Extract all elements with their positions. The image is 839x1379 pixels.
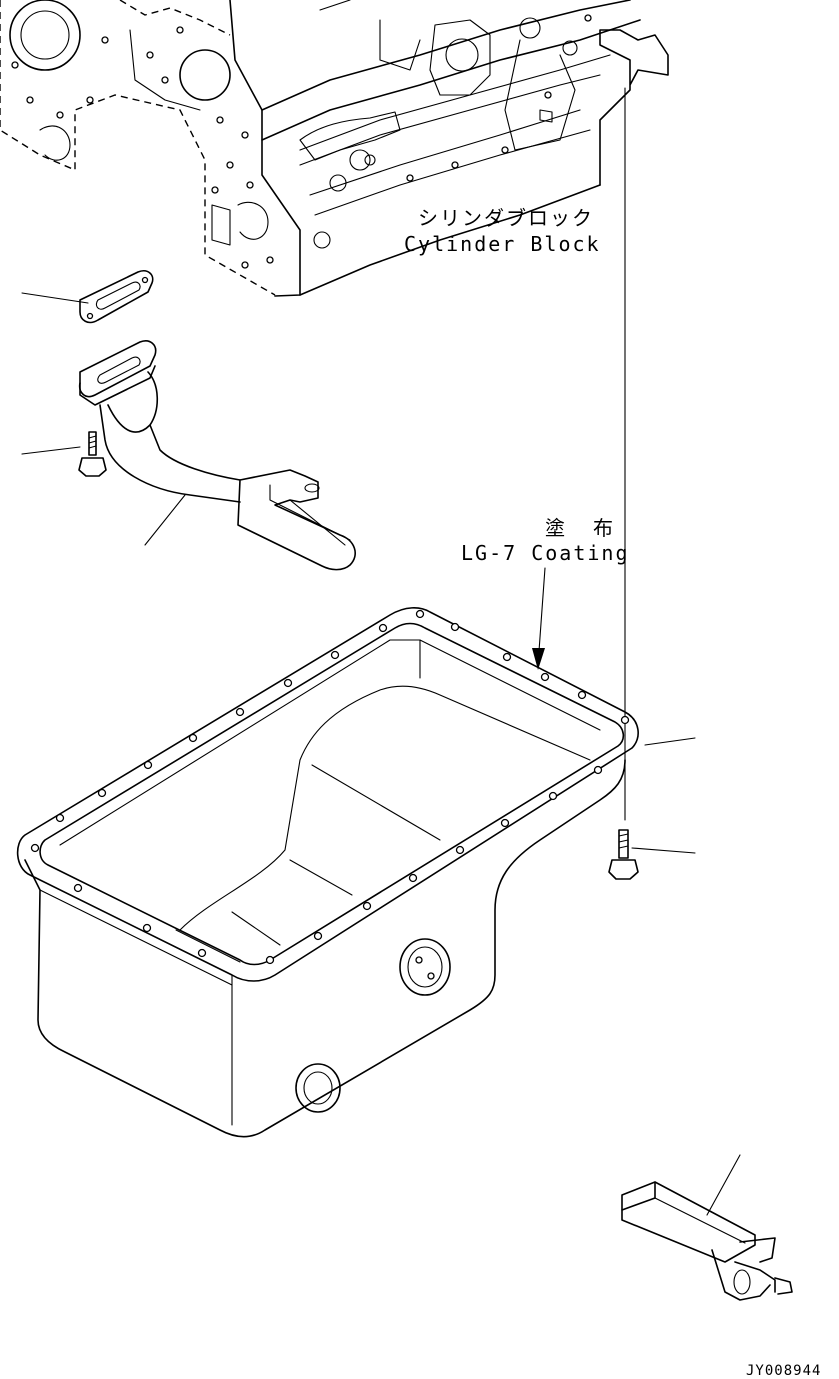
drawing-number: JY008944 bbox=[746, 1363, 822, 1379]
suction-pipe-drawing bbox=[78, 340, 356, 571]
cylinder-block-label-jp: シリンダブロック bbox=[418, 206, 594, 230]
cylinder-block-label-en: Cylinder Block bbox=[404, 232, 601, 256]
tool-drawing bbox=[621, 1154, 793, 1301]
coating-label-jp: 塗 布 bbox=[545, 516, 622, 540]
bolt-drawing bbox=[21, 431, 107, 477]
pan-bolt-drawing bbox=[608, 829, 696, 880]
cylinder-block-drawing bbox=[0, 0, 669, 821]
oil-pan-drawing bbox=[16, 567, 696, 1138]
gasket-drawing bbox=[21, 270, 154, 324]
coating-label-en: LG-7 Coating bbox=[461, 541, 630, 565]
